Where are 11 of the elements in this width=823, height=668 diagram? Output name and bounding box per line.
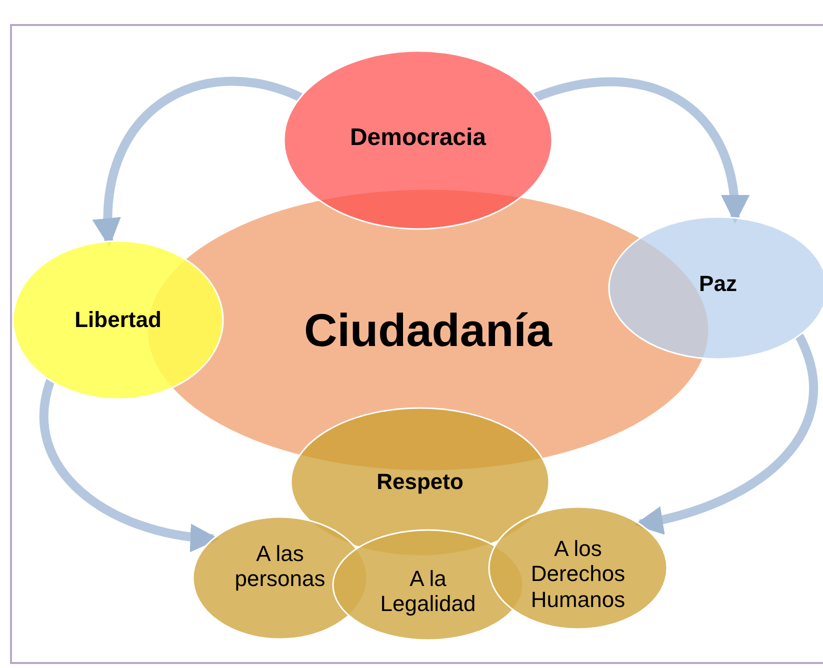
node-label: A las personas [234, 540, 326, 592]
node-label: Respeto [376, 469, 464, 495]
node-label: A la Legalidad [379, 566, 477, 616]
ellipse-node [12, 240, 224, 400]
node-label: A los Derechos Humanos [530, 536, 626, 612]
node-label: Paz [699, 271, 737, 297]
ellipse-node [488, 506, 668, 630]
node-label: Ciudadanía [304, 304, 552, 356]
node-label: Libertad [74, 307, 162, 333]
ellipse-node [283, 50, 553, 230]
node-label: Democracia [350, 124, 486, 152]
